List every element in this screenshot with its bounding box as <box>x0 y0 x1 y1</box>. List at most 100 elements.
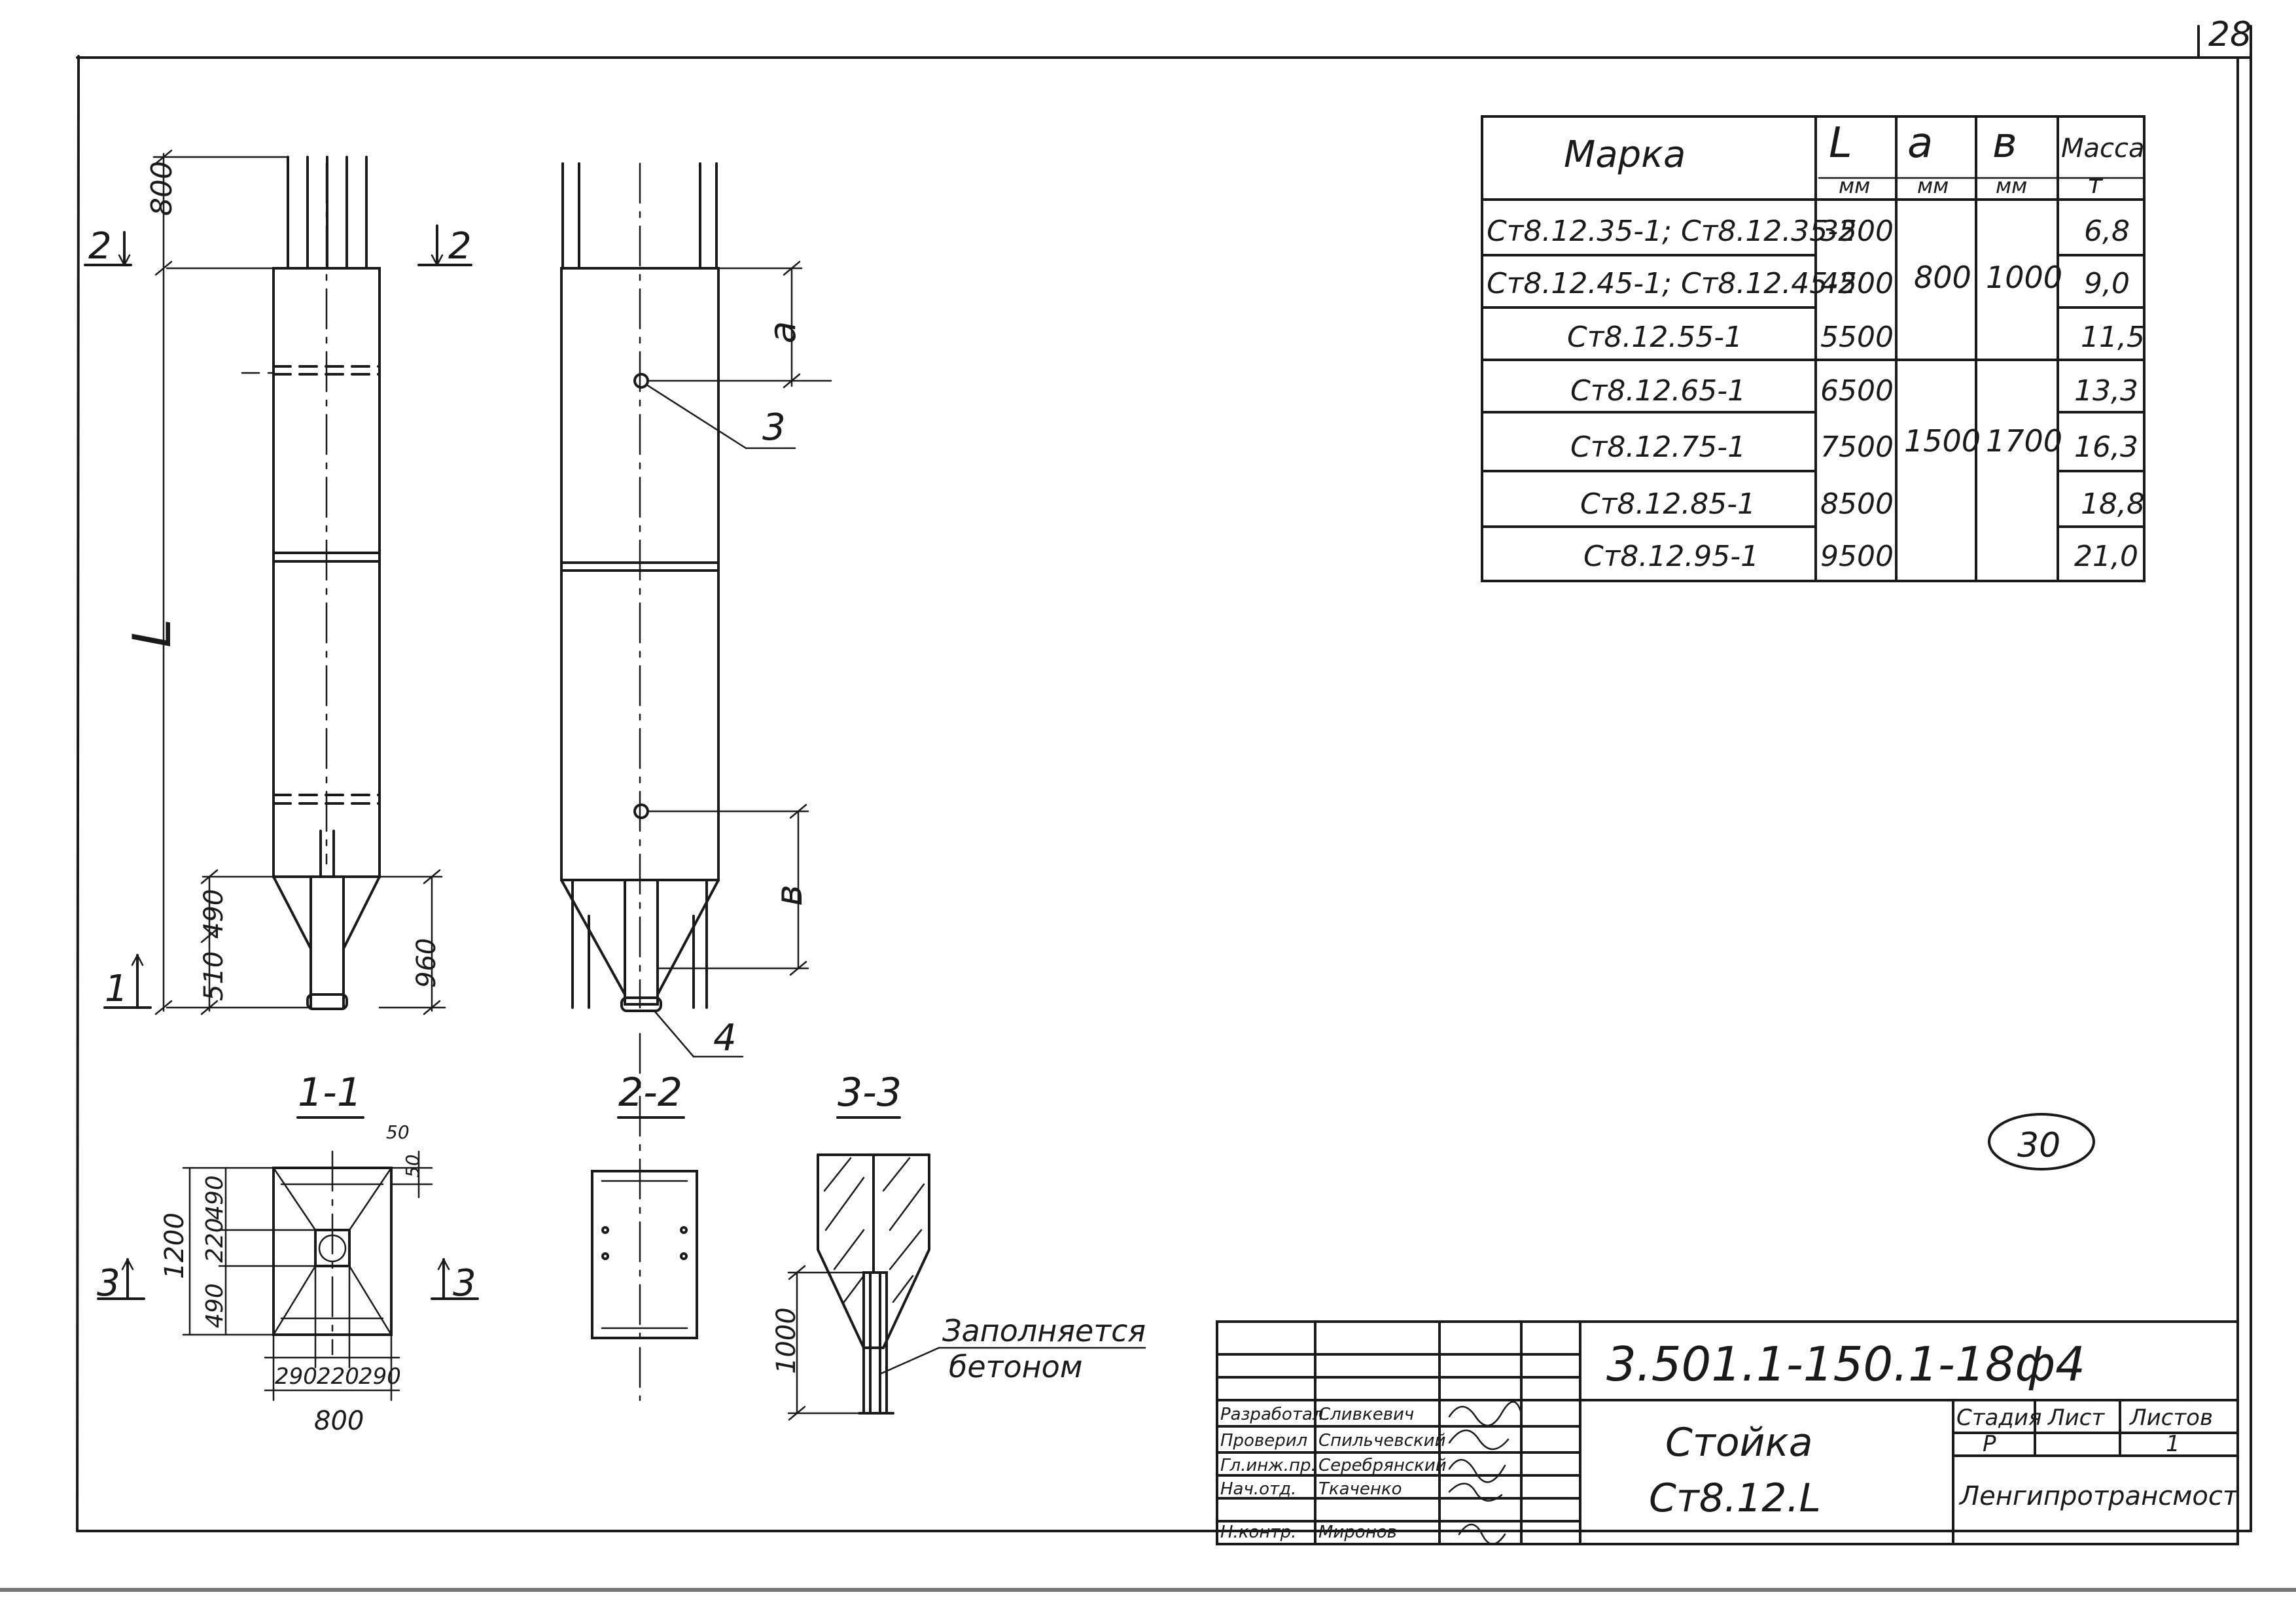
header-l: L <box>1829 119 1852 167</box>
section-3-3 <box>787 1153 1146 1421</box>
dim-50-b: 50 <box>402 1154 423 1178</box>
section-2-2 <box>591 1170 698 1339</box>
header-mass-unit: т <box>2087 169 2104 200</box>
header-a: a <box>1907 119 1933 167</box>
dim-290-right: 290 <box>359 1363 401 1390</box>
table-row: Ст8.12.75-1 7500 16,3 <box>1570 431 2138 464</box>
dim-a: a <box>762 321 804 343</box>
row-l: 9500 <box>1820 540 1894 573</box>
dim-220: 220 <box>202 1218 228 1263</box>
header-mass: Масса <box>2061 133 2145 164</box>
signature-row: Проверил Спильчевский <box>1220 1431 1445 1451</box>
organization: Ленгипротрансмост <box>1958 1481 2239 1511</box>
role: Н.контр. <box>1220 1522 1296 1542</box>
column-side-view <box>560 162 720 1401</box>
person: Сливкевич <box>1318 1405 1414 1424</box>
row-mark: Ст8.12.45-1; Ст8.12.45-2 <box>1487 267 1856 300</box>
section-mark-2-left <box>84 231 132 267</box>
row-mark: Ст8.12.85-1 <box>1580 487 1756 521</box>
section-2-2-title: 2-2 <box>618 1070 682 1116</box>
dim-220-bottom: 220 <box>317 1363 359 1390</box>
row-mass: 16,3 <box>2074 431 2138 464</box>
row-mass: 13,3 <box>2074 374 2138 408</box>
section-1-1 <box>182 1150 433 1401</box>
sheets-label: Листов <box>2128 1405 2213 1431</box>
sheet-number: 28 <box>2208 15 2252 54</box>
row-l: 4500 <box>1820 267 1894 300</box>
row-mark: Ст8.12.55-1 <box>1567 321 1742 354</box>
row-mass: 9,0 <box>2084 267 2130 300</box>
row-l: 7500 <box>1820 431 1894 464</box>
table-row: Ст8.12.65-1 6500 13,3 <box>1570 374 2138 408</box>
dim-800-bottom: 800 <box>314 1406 364 1436</box>
signature-row: Нач.отд. Ткаченко <box>1220 1479 1402 1499</box>
group2-b: 1700 <box>1986 423 2062 459</box>
note-line-2: бетоном <box>949 1349 1083 1384</box>
person: Миронов <box>1318 1522 1397 1542</box>
dim-510: 510 <box>199 951 229 1001</box>
signature-row: Разработал Сливкевич <box>1220 1405 1414 1424</box>
section-3-3-title: 3-3 <box>838 1070 902 1116</box>
cut3-left-label: 3 <box>97 1262 120 1305</box>
cut3-right-label: 3 <box>453 1262 476 1305</box>
role: Нач.отд. <box>1220 1479 1296 1499</box>
stage-label: Стадия <box>1956 1405 2041 1431</box>
cut1-label: 1 <box>105 968 128 1010</box>
dim-1200: 1200 <box>160 1212 190 1279</box>
row-mass: 21,0 <box>2074 540 2138 573</box>
row-l: 3500 <box>1820 215 1894 248</box>
dim-290-left: 290 <box>275 1363 317 1390</box>
dim-1000: 1000 <box>771 1307 802 1374</box>
dim-b: в <box>768 885 811 906</box>
table-row: Ст8.12.95-1 9500 21,0 <box>1583 540 2138 573</box>
section-mark-1 <box>103 953 152 1009</box>
header-b-unit: мм <box>1996 173 2027 198</box>
group1-a: 800 <box>1914 260 1971 295</box>
row-mass: 18,8 <box>2081 487 2145 521</box>
header-l-unit: мм <box>1839 173 1870 198</box>
table-row: Ст8.12.55-1 5500 11,5 <box>1567 321 2145 354</box>
spec-table <box>1481 115 2146 582</box>
group1-b: 1000 <box>1986 260 2062 295</box>
section-mark-3-right <box>431 1258 479 1300</box>
header-b: в <box>1992 119 2017 167</box>
dim-50-a: 50 <box>386 1121 410 1143</box>
table-row: Ст8.12.45-1; Ст8.12.45-2 4500 9,0 <box>1487 267 2130 300</box>
dim-800: 800 <box>145 161 179 216</box>
section-mark-3-left <box>97 1258 145 1300</box>
title-name-1: Стойка <box>1665 1420 1813 1466</box>
cut2-left-label: 2 <box>88 225 112 268</box>
header-mark: Марка <box>1564 133 1686 176</box>
row-l: 6500 <box>1820 374 1894 408</box>
role: Разработал <box>1220 1405 1324 1424</box>
table-row: Ст8.12.85-1 8500 18,8 <box>1580 487 2145 521</box>
role: Гл.инж.пр. <box>1220 1456 1316 1475</box>
doc-code: 3.501.1-150.1-18ф4 <box>1606 1337 2085 1392</box>
title-block <box>1216 1320 2239 1545</box>
column-front-view <box>166 156 446 1010</box>
pos3-label: 3 <box>762 406 786 449</box>
dim-490-bottom: 490 <box>202 1283 228 1328</box>
signature-row: Н.контр. Миронов <box>1220 1522 1397 1542</box>
front-dimensions <box>152 149 443 1015</box>
row-mass: 11,5 <box>2081 321 2145 354</box>
sheets-value: 1 <box>2166 1431 2180 1457</box>
stamp-circle-text: 30 <box>2017 1126 2060 1165</box>
row-mark: Ст8.12.35-1; Ст8.12.35-2 <box>1487 215 1856 248</box>
dim-490: 490 <box>199 889 229 939</box>
section-1-1-title: 1-1 <box>298 1070 362 1116</box>
section-mark-2-right <box>417 224 472 267</box>
person: Ткаченко <box>1318 1479 1402 1499</box>
cut2-right-label: 2 <box>448 225 472 268</box>
pos4-label: 4 <box>713 1017 737 1059</box>
side-dimensions <box>645 260 832 1058</box>
note-line-1: Заполняется <box>942 1313 1146 1348</box>
dim-490-top: 490 <box>202 1175 228 1220</box>
row-mark: Ст8.12.95-1 <box>1583 540 1759 573</box>
dim-960: 960 <box>412 938 442 988</box>
dim-l: L <box>122 618 183 648</box>
signatures <box>1448 1401 1523 1545</box>
row-mass: 6,8 <box>2084 215 2130 248</box>
title-name-2: Ст8.12.L <box>1649 1475 1821 1521</box>
